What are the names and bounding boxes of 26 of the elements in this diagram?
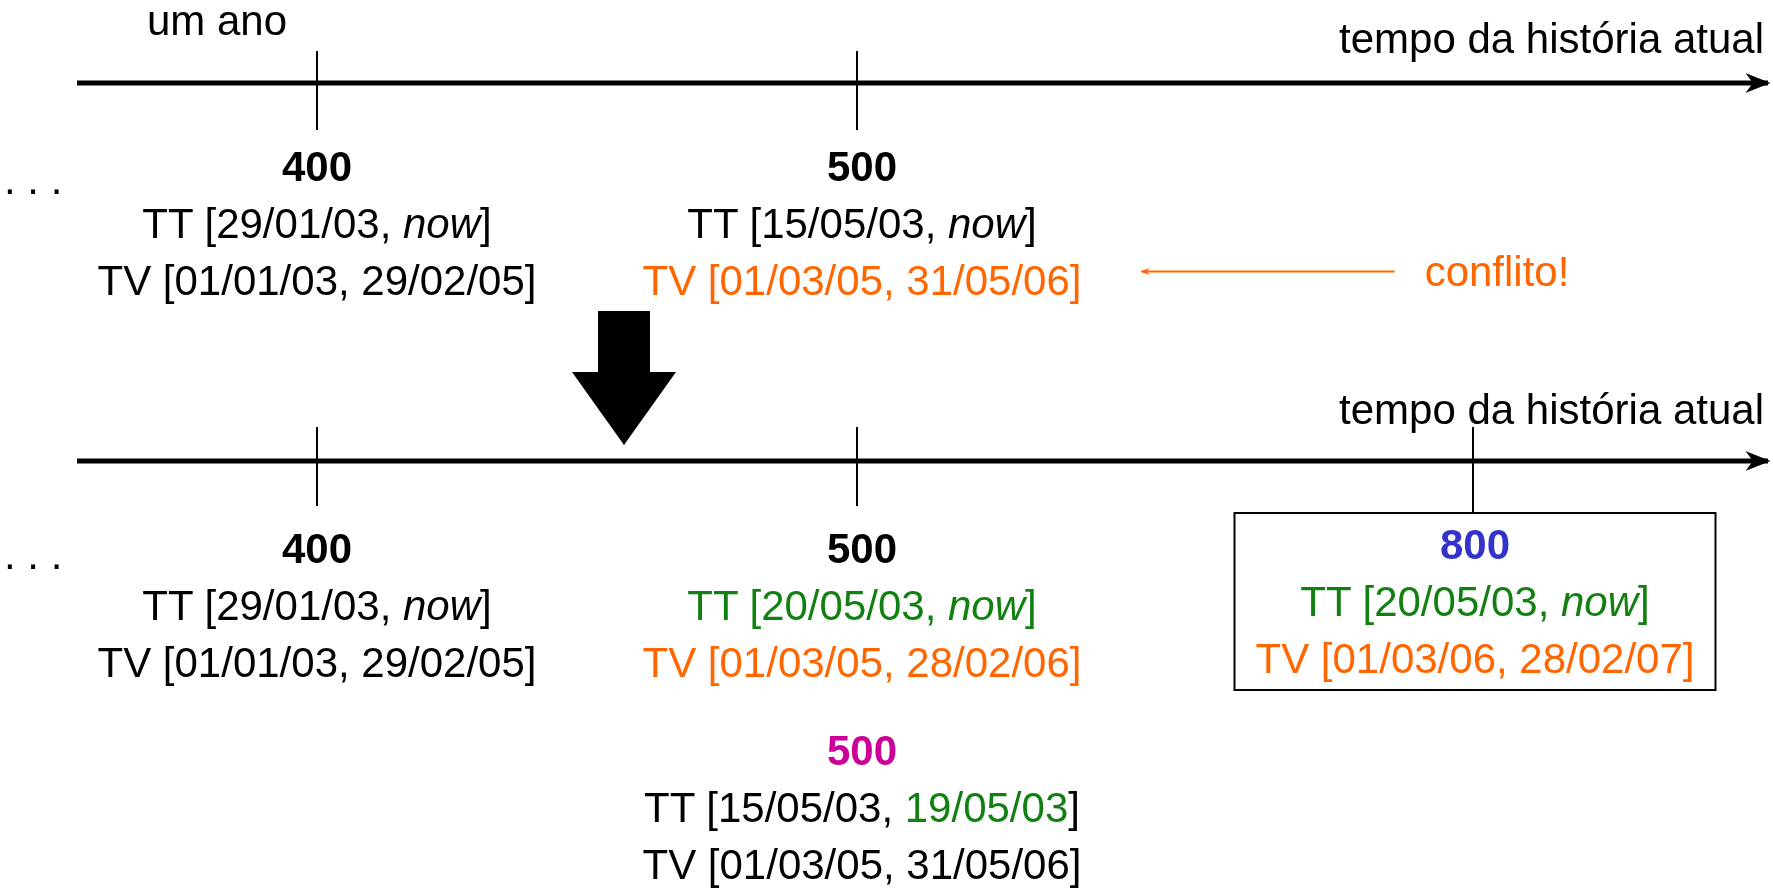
transaction-time: TT [20/05/03, now] [686,581,1038,631]
transaction-time: TT [29/01/03, now] [141,199,493,249]
valid-time: TV [01/03/05, 31/05/06] [642,840,1082,890]
transaction-time: TT [20/05/03, now] [1299,577,1651,627]
ellipsis-text: . . . [4,155,63,205]
valid-time: TV [01/03/06, 28/02/07] [1255,634,1695,684]
record-id: 500 [825,726,899,776]
record-id: 400 [280,524,354,574]
axis-caption: um ano [147,0,288,46]
valid-time: TV [01/03/05, 31/05/06] [642,256,1082,306]
axis-title: tempo da história atual [1339,385,1764,435]
valid-time: TV [01/01/03, 29/02/05] [97,638,537,688]
record-id: 400 [280,142,354,192]
warning-text: conflito! [1424,243,1570,300]
axis-title: tempo da história atual [1339,14,1764,64]
valid-time: TV [01/03/05, 28/02/06] [642,638,1082,688]
valid-time: TV [01/01/03, 29/02/05] [97,256,537,306]
record-id: 800 [1438,520,1512,570]
ellipsis-text: . . . [4,530,63,580]
record-id: 500 [825,524,899,574]
record-id: 500 [825,142,899,192]
record-box [1233,512,1717,691]
arrow [1140,267,1396,276]
transaction-time: TT [29/01/03, now] [141,581,493,631]
transaction-time: TT [15/05/03, 19/05/03] [643,783,1081,833]
transaction-time: TT [15/05/03, now] [686,199,1038,249]
